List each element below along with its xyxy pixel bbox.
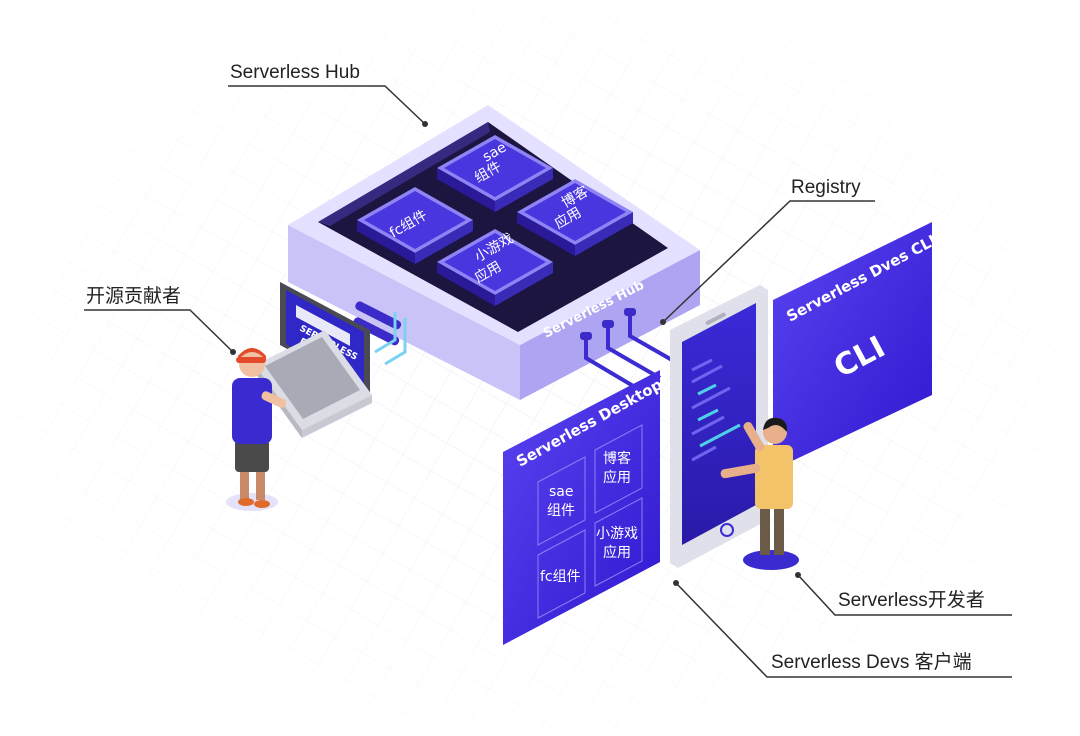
desktop-cell-game: 小游戏 应用 bbox=[594, 497, 643, 587]
callout-lines bbox=[84, 85, 1012, 678]
callout-registry bbox=[662, 200, 875, 323]
hub-module-blog: 博客 应用 bbox=[517, 179, 633, 256]
desktop-blog-line1: 博客 bbox=[603, 450, 631, 467]
hub-module-sae: sae 组件 bbox=[437, 135, 553, 212]
callout-developer bbox=[797, 574, 1012, 616]
hub-client-cables bbox=[584, 316, 673, 392]
label-registry: Registry bbox=[791, 177, 861, 198]
desktop-blog-line2: 应用 bbox=[603, 469, 631, 486]
desktop-fc-label: fc组件 bbox=[540, 569, 581, 585]
desktop-sae-line1: sae bbox=[549, 484, 574, 500]
desktop-cell-sae: sae 组件 bbox=[537, 456, 586, 546]
desktop-cell-fc: fc组件 bbox=[537, 529, 586, 619]
desktop-cell-blog: 博客 应用 bbox=[594, 424, 643, 514]
phone-code-lines bbox=[691, 358, 741, 462]
hub-module-fc: fc组件 bbox=[357, 187, 473, 264]
developer-person bbox=[720, 417, 799, 570]
laptop-keyboard bbox=[265, 337, 360, 419]
laptop-logo-bar bbox=[296, 305, 350, 346]
callout-dots bbox=[230, 121, 801, 586]
hub-laptop-cables bbox=[374, 312, 407, 366]
hub-module-game: 小游戏 应用 bbox=[437, 229, 553, 306]
phone-home-button bbox=[720, 523, 734, 537]
contributor-person bbox=[226, 348, 287, 511]
callout-contributor bbox=[84, 309, 234, 353]
desktop-sae-line2: 组件 bbox=[547, 503, 575, 519]
desktop-game-line2: 应用 bbox=[603, 544, 631, 561]
cli-panel-shape bbox=[773, 222, 932, 470]
callout-client bbox=[675, 582, 1012, 678]
label-contributor: 开源贡献者 bbox=[86, 285, 181, 307]
hub-left-connectors bbox=[353, 301, 402, 346]
hub-right-connectors bbox=[580, 308, 636, 340]
hub-left-face bbox=[288, 225, 520, 400]
desktop-game-line1: 小游戏 bbox=[596, 526, 638, 542]
callout-hub bbox=[228, 85, 426, 125]
phone-screen bbox=[682, 303, 756, 545]
label-developer: Serverless开发者 bbox=[838, 589, 985, 611]
phone-client bbox=[670, 285, 768, 568]
desktop-panel-shape bbox=[503, 370, 660, 645]
label-serverless-hub: Serverless Hub bbox=[230, 62, 360, 83]
label-client: Serverless Devs 客户端 bbox=[771, 651, 972, 673]
